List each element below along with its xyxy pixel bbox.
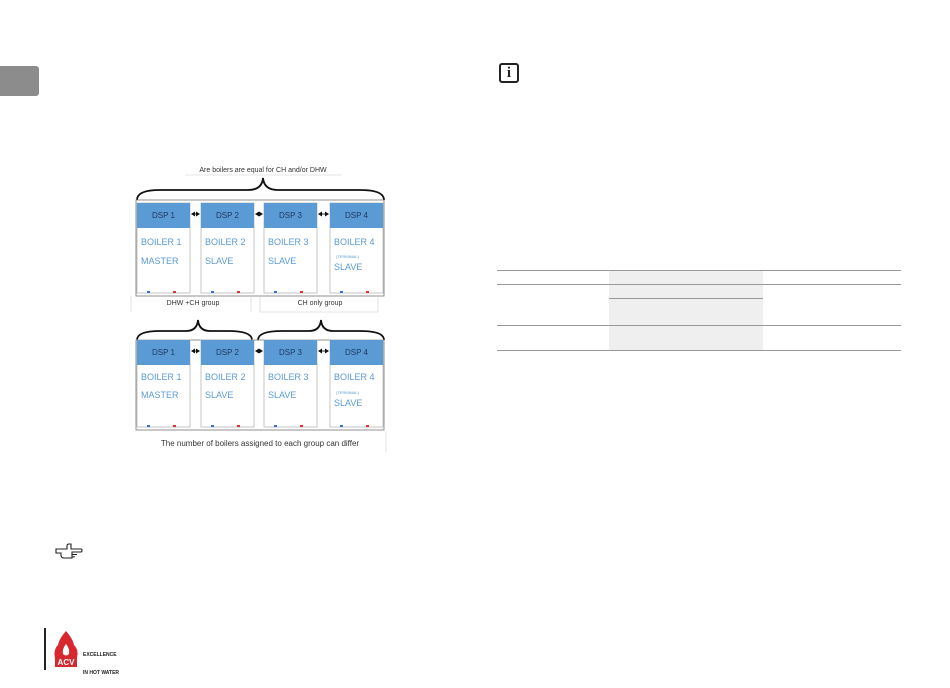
tagline-line1: EXCELLENCE: [83, 652, 117, 658]
arrowhead-right: [325, 348, 329, 354]
arrowhead-right: [196, 348, 200, 354]
connector-marker-blue: [147, 291, 150, 293]
dsp-label: DSP 2: [216, 348, 240, 357]
connector-marker-red: [366, 291, 369, 293]
bottom-brace-left: [136, 319, 253, 341]
arrowhead-right: [196, 211, 200, 217]
connector-marker-blue: [147, 425, 150, 427]
boiler-name: BOILER 2: [205, 372, 246, 382]
acv-flame-icon: ACV: [54, 631, 78, 667]
dsp-header: [264, 340, 317, 365]
boiler-role: MASTER: [141, 390, 179, 400]
connector-marker-red: [237, 425, 240, 427]
info-icon: i: [499, 63, 519, 83]
boiler-name: BOILER 3: [268, 372, 309, 382]
table-row: [497, 325, 901, 351]
dsp-header: [330, 340, 383, 365]
boiler-note: (TERMINAL): [336, 254, 360, 259]
connector-marker-blue: [211, 425, 214, 427]
connector-marker-blue: [211, 291, 214, 293]
arrowhead-right: [259, 211, 263, 217]
dsp-header: [264, 203, 317, 228]
arrowhead-left: [255, 348, 259, 354]
dsp-header: [201, 340, 254, 365]
connector-marker-red: [173, 291, 176, 293]
boiler-role: SLAVE: [334, 262, 362, 272]
dsp-label: DSP 1: [152, 211, 176, 220]
boiler-role: SLAVE: [268, 390, 296, 400]
dsp-header: [330, 203, 383, 228]
logo-brand: ACV: [58, 658, 76, 667]
connector-marker-blue: [340, 425, 343, 427]
chapter-tab: [0, 66, 39, 96]
bottom-boiler-frame: [135, 339, 385, 431]
pointing-hand-icon: [55, 543, 83, 559]
arrowhead-left: [318, 348, 322, 354]
arrowhead-left: [255, 211, 259, 217]
boiler-role: SLAVE: [205, 256, 233, 266]
arrowhead-left: [318, 211, 322, 217]
table-row: [497, 284, 901, 299]
connector-marker-red: [300, 425, 303, 427]
boiler-name: BOILER 1: [141, 372, 182, 382]
dsp-label: DSP 1: [152, 348, 176, 357]
arrowhead-right: [325, 211, 329, 217]
boiler-name: BOILER 4: [334, 237, 375, 247]
boiler-name: BOILER 3: [268, 237, 309, 247]
dsp-label: DSP 2: [216, 211, 240, 220]
group-right-label: CH only group: [298, 300, 343, 307]
boiler-role: MASTER: [141, 256, 179, 266]
dsp-header: [137, 203, 190, 228]
group-left-label: DHW +CH group: [167, 300, 220, 307]
table-row: [497, 298, 901, 326]
connector-marker-red: [237, 291, 240, 293]
footer-rule: [44, 628, 46, 670]
bottom-caption: The number of boilers assigned to each g…: [161, 439, 360, 448]
acv-logo: ACV EXCELLENCE IN HOT WATER: [53, 630, 143, 676]
dsp-label: DSP 3: [279, 211, 303, 220]
connector-marker-red: [366, 425, 369, 427]
connector-marker-blue: [274, 291, 277, 293]
top-brace: [136, 177, 385, 201]
boiler-role: SLAVE: [205, 390, 233, 400]
table-row: [497, 270, 901, 285]
boiler-name: BOILER 2: [205, 237, 246, 247]
boiler-role: SLAVE: [268, 256, 296, 266]
connector-marker-blue: [274, 425, 277, 427]
boiler-name: BOILER 1: [141, 237, 182, 247]
top-caption: Are boilers are equal for CH and/or DHW: [199, 167, 327, 174]
boiler-name: BOILER 4: [334, 372, 375, 382]
tagline-line2: IN HOT WATER: [83, 670, 120, 676]
dsp-label: DSP 3: [279, 348, 303, 357]
dsp-label: DSP 4: [345, 348, 369, 357]
logo-tagline: EXCELLENCE IN HOT WATER: [83, 640, 119, 688]
parameter-table: [497, 270, 901, 351]
dsp-label: DSP 4: [345, 211, 369, 220]
boiler-note: (TERMINAL): [336, 390, 360, 395]
arrowhead-right: [259, 348, 263, 354]
dsp-header: [201, 203, 254, 228]
arrowhead-left: [191, 348, 195, 354]
arrowhead-left: [191, 211, 195, 217]
connector-marker-red: [300, 291, 303, 293]
dsp-header: [137, 340, 190, 365]
boiler-group-diagram: Are boilers are equal for CH and/or DHW …: [130, 167, 387, 452]
connector-marker-blue: [340, 291, 343, 293]
bottom-brace-right: [257, 319, 385, 341]
connector-marker-red: [173, 425, 176, 427]
boiler-role: SLAVE: [334, 398, 362, 408]
